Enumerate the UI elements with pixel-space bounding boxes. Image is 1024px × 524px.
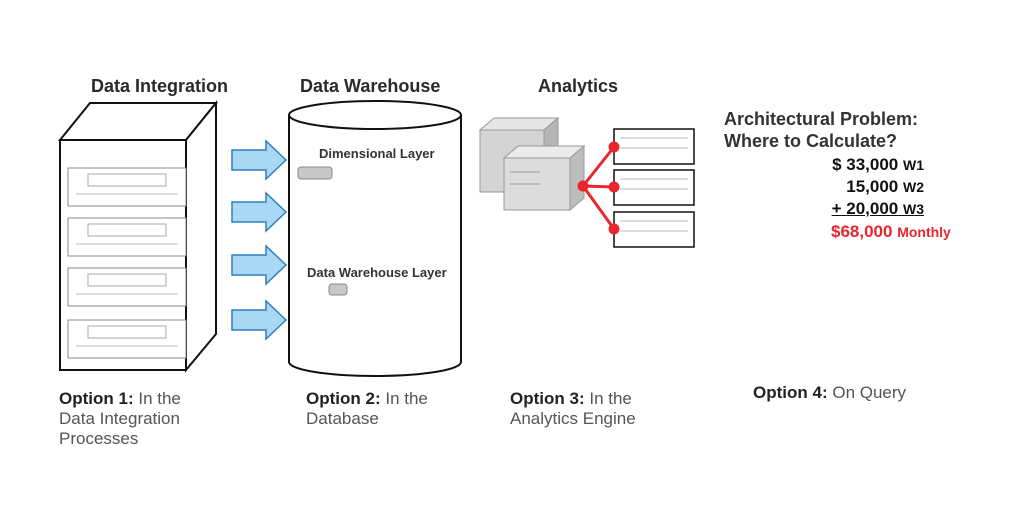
calc-amount: 15,000 (846, 177, 899, 196)
calc-row: $ 33,000 W1 (744, 154, 924, 176)
option-1: Option 1: In the Data Integration Proces… (59, 389, 181, 449)
flow-arrows (231, 139, 288, 341)
option-text: Database (306, 409, 379, 428)
data-warehouse-cylinder (288, 100, 462, 377)
right-arrow-icon (231, 299, 288, 341)
option-label: Option 1: (59, 389, 134, 408)
calc-amount: $ 33,000 (832, 155, 899, 174)
total-amount: $68,000 (831, 222, 893, 241)
option-text: Analytics Engine (510, 409, 636, 428)
dw-layer-block (328, 283, 348, 296)
right-arrow-icon (231, 191, 288, 233)
problem-line-1: Architectural Problem: (724, 109, 919, 129)
option-text: In the (589, 389, 632, 408)
calc-amount: + 20,000 (831, 199, 899, 218)
problem-line-2: Where to Calculate? (724, 131, 898, 151)
total-label: Monthly (897, 224, 951, 240)
report-connectors (577, 141, 620, 235)
option-text: In the (138, 389, 181, 408)
dw-layer-label: Data Warehouse Layer (307, 265, 447, 280)
report-thumbnails (613, 128, 695, 248)
calc-row: + 20,000 W3 (744, 198, 924, 220)
dimensional-layer-label: Dimensional Layer (319, 146, 435, 161)
option-4: Option 4: On Query (753, 383, 906, 403)
option-text: In the (385, 389, 428, 408)
option-text: On Query (832, 383, 907, 402)
title-analytics: Analytics (538, 76, 619, 96)
server-icon (478, 116, 586, 212)
option-label: Option 4: (753, 383, 828, 402)
problem-statement: Architectural Problem: Where to Calculat… (724, 108, 918, 152)
option-text: Processes (59, 429, 139, 448)
calc-week: W2 (903, 179, 924, 195)
calculation-block: $ 33,000 W1 15,000 W2 + 20,000 W3 (744, 154, 924, 220)
option-label: Option 3: (510, 389, 585, 408)
option-2: Option 2: In the Database (306, 389, 428, 429)
option-3: Option 3: In the Analytics Engine (510, 389, 636, 429)
title-data-warehouse: Data Warehouse (300, 76, 441, 96)
option-text: Data Integration (59, 409, 180, 428)
title-data-integration: Data Integration (91, 76, 229, 96)
calc-week: W1 (903, 157, 924, 173)
calc-row: 15,000 W2 (744, 176, 924, 198)
right-arrow-icon (231, 244, 288, 286)
monthly-total: $68,000 Monthly (831, 221, 951, 243)
option-label: Option 2: (306, 389, 381, 408)
right-arrow-icon (231, 139, 288, 181)
process-thumbnails (67, 167, 187, 359)
dimensional-layer-block (297, 166, 333, 180)
calc-week: W3 (903, 201, 924, 217)
